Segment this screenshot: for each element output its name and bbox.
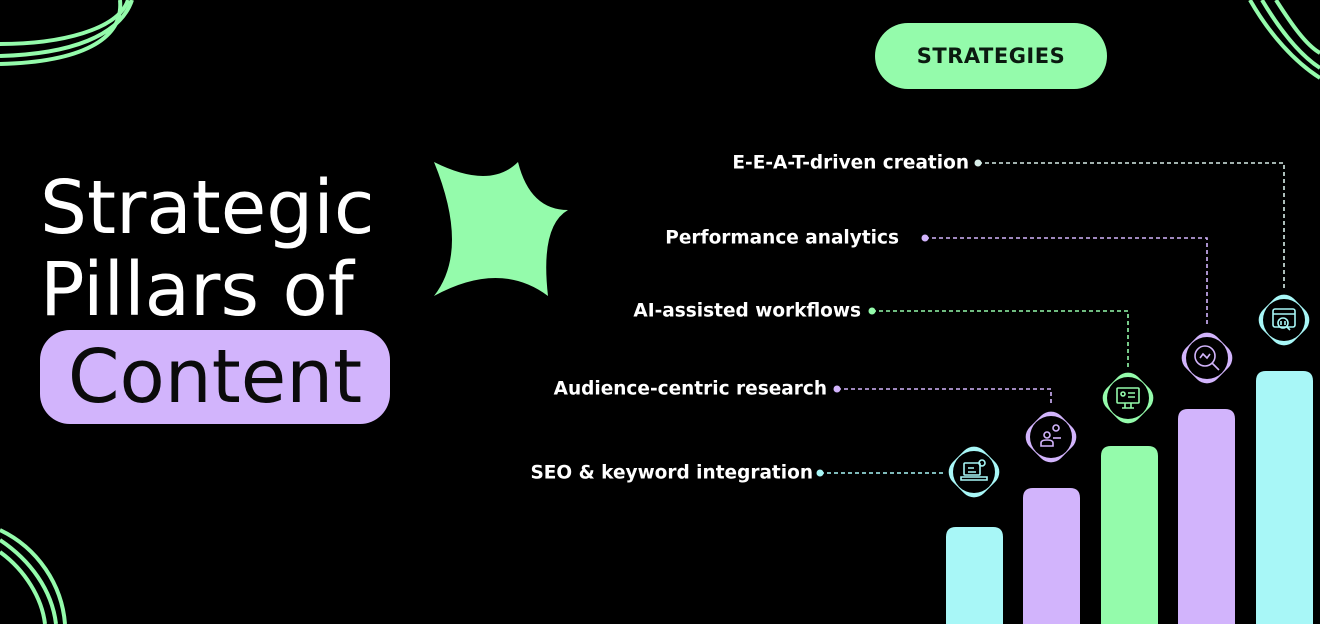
connector-line xyxy=(872,310,1129,367)
strategy-label-seo: SEO & keyword integration xyxy=(530,462,813,484)
analytics-search-icon xyxy=(1181,332,1233,384)
strategies-badge: STRATEGIES xyxy=(875,23,1107,89)
icon-badges xyxy=(948,294,1310,498)
corner-arcs-top-left xyxy=(0,0,134,66)
title-highlight: Content xyxy=(40,330,390,424)
pillar-bar xyxy=(1178,409,1235,624)
strategy-label-performance: Performance analytics xyxy=(665,227,899,249)
users-icon xyxy=(1025,411,1077,463)
corner-arcs-bottom-left xyxy=(0,528,67,624)
connector-line xyxy=(925,237,1208,327)
connector-lines xyxy=(816,159,1285,477)
corner-arcs-top-right xyxy=(1248,0,1320,80)
connector-dot xyxy=(974,159,982,167)
connector-dot xyxy=(921,234,929,242)
browser-search-icon xyxy=(1258,294,1310,346)
monitor-icon xyxy=(1102,372,1154,424)
pillar-bar xyxy=(1256,371,1313,624)
strategy-label-audience: Audience-centric research xyxy=(553,378,827,400)
title-line-2: Pillars of xyxy=(40,247,354,333)
pillar-bar xyxy=(946,527,1003,624)
pillar-bar xyxy=(1101,446,1158,624)
connector-dot xyxy=(868,307,876,315)
connector-line xyxy=(978,162,1285,289)
strategy-label-ai: AI-assisted workflows xyxy=(633,300,861,322)
connector-dot xyxy=(816,469,824,477)
connector-line xyxy=(837,388,1052,406)
title-line-1: Strategic xyxy=(40,165,375,251)
connector-dot xyxy=(833,385,841,393)
laptop-icon xyxy=(948,446,1000,498)
sparkle-star-icon xyxy=(434,162,568,296)
pillar-bars xyxy=(946,371,1313,624)
pillar-bar xyxy=(1023,488,1080,624)
strategy-label-eeat: E-E-A-T-driven creation xyxy=(732,152,969,174)
